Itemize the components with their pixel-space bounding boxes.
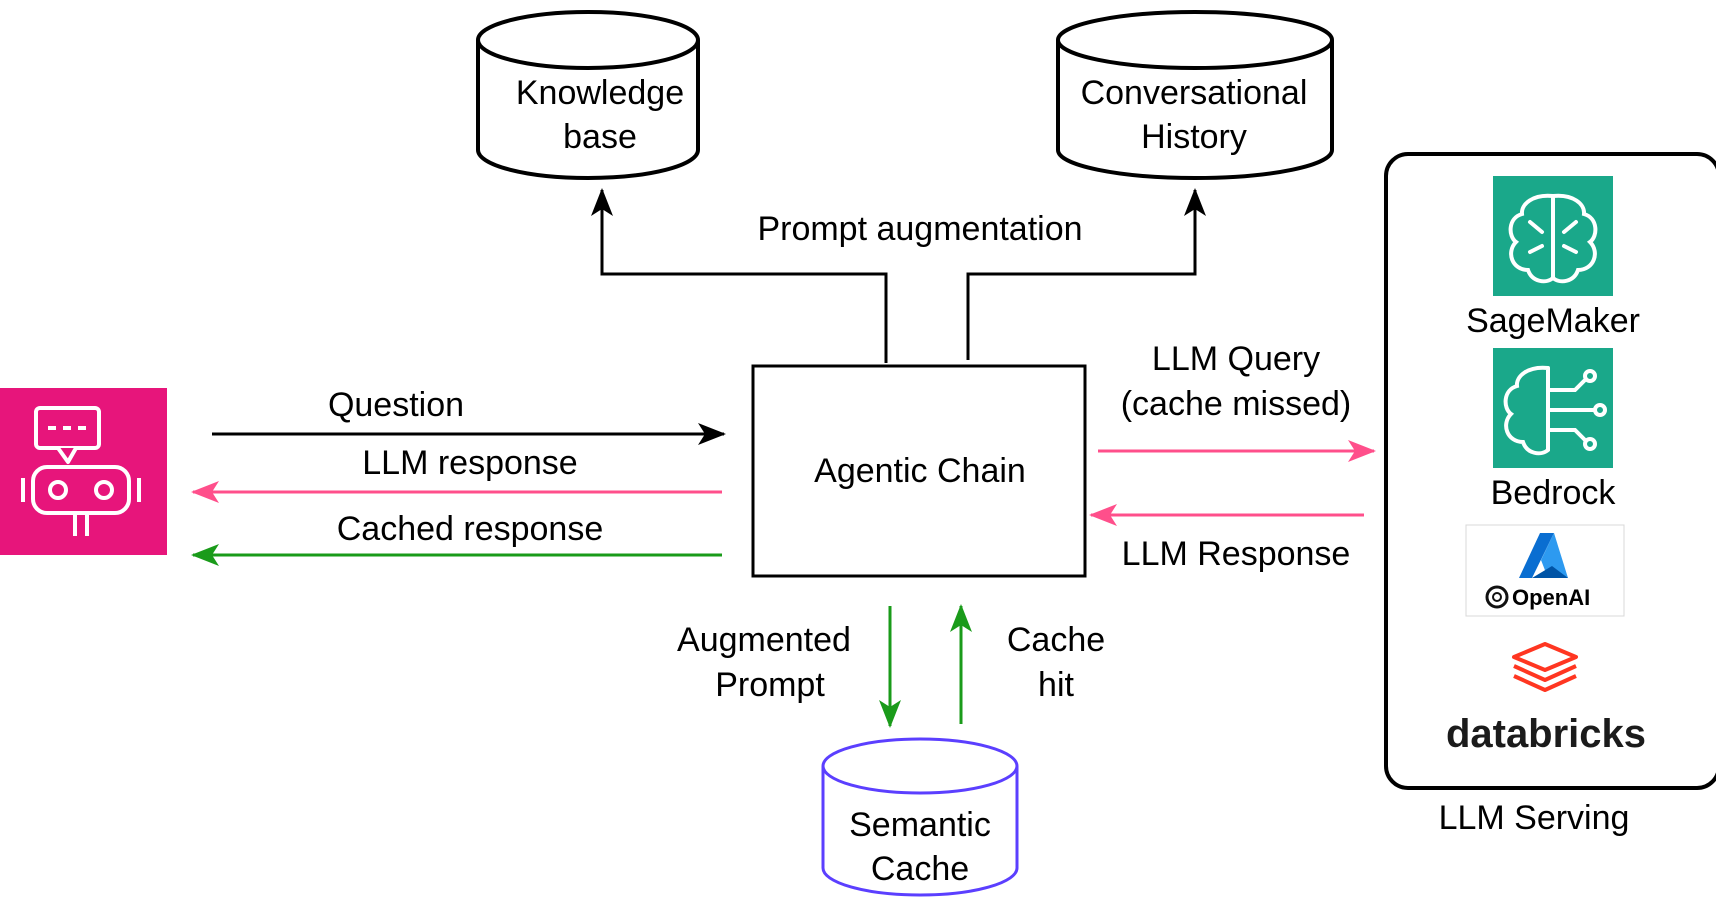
cache-hit-label-line2: hit xyxy=(1038,666,1074,704)
llm-query-label-line1: LLM Query xyxy=(1152,340,1320,378)
cache-hit-label-line1: Cache xyxy=(1007,621,1105,659)
semantic-cache-store: Semantic Cache xyxy=(821,737,1019,897)
databricks-label: databricks xyxy=(1446,712,1646,756)
agentic-chain-label: Agentic Chain xyxy=(814,452,1026,490)
knowledge-base-store: Knowledge base xyxy=(476,10,700,180)
llm-serving-caption: LLM Serving xyxy=(1439,799,1630,837)
knowledge-base-label-line1: Knowledge xyxy=(516,74,684,112)
knowledge-base-label-line2: base xyxy=(563,118,637,156)
sagemaker-provider: SageMaker xyxy=(1466,176,1640,340)
question-flow: Question xyxy=(212,386,726,445)
prompt-augmentation-label: Prompt augmentation xyxy=(757,210,1082,248)
llm-response-left-label: LLM response xyxy=(362,444,577,482)
agentic-chain: Agentic Chain xyxy=(751,364,1087,578)
llm-response-right-label: LLM Response xyxy=(1122,535,1351,573)
sagemaker-label: SageMaker xyxy=(1466,302,1640,340)
llm-query-label-line2: (cache missed) xyxy=(1121,385,1352,423)
llm-response-flow: LLM response xyxy=(191,444,722,503)
openai-logo-icon xyxy=(1485,585,1509,609)
azure-openai-provider: OpenAI xyxy=(1465,524,1625,617)
databricks-layers-icon xyxy=(1512,642,1578,692)
semantic-cache-label-line2: Cache xyxy=(871,850,969,888)
llm-response-right-flow: LLM Response xyxy=(1089,504,1364,573)
semantic-cache-label-line1: Semantic xyxy=(849,806,991,844)
augmented-prompt-label-line1: Augmented xyxy=(677,621,851,659)
azure-logo-icon xyxy=(1519,533,1568,578)
augmented-prompt-label-line2: Prompt xyxy=(715,666,825,704)
prompt-augmentation-connectors: Prompt augmentation xyxy=(591,188,1206,363)
bedrock-label: Bedrock xyxy=(1491,474,1617,512)
conversational-history-label-line1: Conversational xyxy=(1081,74,1308,112)
conversational-history-store: Conversational History xyxy=(1056,10,1334,180)
llm-query-flow: LLM Query (cache missed) xyxy=(1098,340,1376,462)
question-label: Question xyxy=(328,386,464,424)
augmented-prompt-flow: Augmented Prompt xyxy=(677,606,901,728)
cache-hit-flow: Cache hit xyxy=(950,604,1105,724)
databricks-provider: databricks xyxy=(1446,642,1646,756)
llm-serving-panel: SageMaker Bedrock xyxy=(1384,152,1716,790)
openai-label: OpenAI xyxy=(1512,585,1590,610)
cached-response-flow: Cached response xyxy=(191,510,722,566)
chatbot-robot-icon xyxy=(0,388,167,555)
bedrock-provider: Bedrock xyxy=(1491,348,1617,512)
conversational-history-label-line2: History xyxy=(1141,118,1247,156)
cached-response-label: Cached response xyxy=(337,510,604,548)
